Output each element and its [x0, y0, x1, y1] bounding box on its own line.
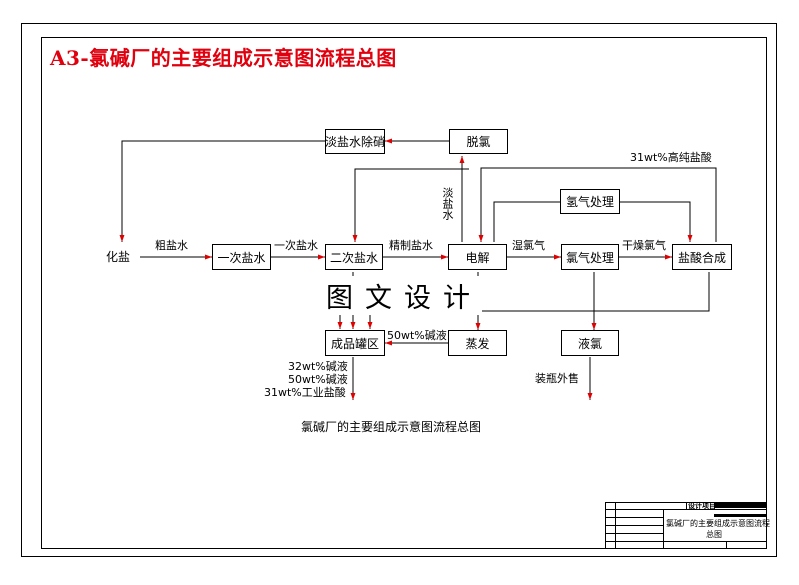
- title-block-bar-top: [714, 503, 766, 508]
- line-hydrogen-hcl: [619, 201, 693, 242]
- line-hcl-return: [478, 167, 717, 242]
- label-wet-chlorine: 湿氯气: [512, 239, 545, 252]
- diagram-caption: 氯碱厂的主要组成示意图流程总图: [301, 420, 482, 434]
- label-caustic-50-flow: 50wt%碱液: [387, 329, 447, 342]
- label-hcl-31: 31wt%高纯盐酸: [630, 151, 712, 164]
- label-crude-brine: 粗盐水: [155, 239, 188, 252]
- label-dilute-brine: 淡盐水: [441, 187, 454, 220]
- node-electrolysis: 电解: [448, 244, 507, 270]
- label-out-caustic-32: 32wt%碱液: [288, 360, 348, 373]
- line-denitration-salt: [119, 140, 325, 242]
- label-primary-brine: 一次盐水: [274, 239, 318, 252]
- title-block-project: 设计项目: [688, 502, 716, 510]
- node-primary-brine: 一次盐水: [212, 244, 271, 270]
- node-hydrogen-treatment: 氢气处理: [560, 189, 620, 214]
- watermark: 图文设计: [326, 276, 482, 315]
- node-dilute-brine-denitration: 淡盐水除硝: [325, 129, 385, 154]
- label-refined-brine: 精制盐水: [389, 239, 433, 252]
- node-product-tank: 成品罐区: [325, 330, 385, 356]
- label-out-caustic-50: 50wt%碱液: [288, 373, 348, 386]
- title-block-bar-bottom: [714, 514, 766, 517]
- title-block-drawing-name-1: 氯碱厂的主要组成示意图流程: [666, 519, 770, 528]
- line-loop-secondary: [352, 168, 469, 242]
- page-title: A3-氯碱厂的主要组成示意图流程总图: [50, 46, 397, 70]
- line-electrolysis-hydrogen: [493, 201, 560, 242]
- label-out-hcl-31: 31wt%工业盐酸: [264, 386, 346, 399]
- node-secondary-brine: 二次盐水: [325, 244, 383, 270]
- node-liquid-chlorine: 液氯: [561, 330, 619, 356]
- node-hcl-synthesis: 盐酸合成: [672, 244, 732, 270]
- outer-border: [21, 23, 777, 557]
- title-block: 设计项目 氯碱厂的主要组成示意图流程 总图: [605, 502, 770, 549]
- node-dechlorination: 脱氯: [449, 129, 508, 154]
- label-bottled-sale: 装瓶外售: [535, 372, 579, 385]
- label-dry-chlorine: 干燥氯气: [622, 239, 666, 252]
- node-evaporation: 蒸发: [448, 330, 507, 356]
- node-salt: 化盐: [106, 250, 131, 264]
- line-hcl-tank: [337, 272, 710, 329]
- node-chlorine-treatment: 氯气处理: [561, 244, 619, 270]
- title-block-drawing-name-2: 总图: [706, 530, 722, 539]
- drawing-frame: [41, 37, 767, 549]
